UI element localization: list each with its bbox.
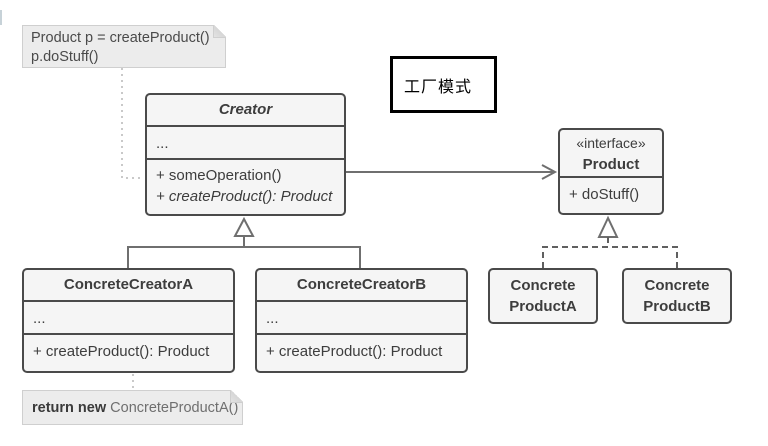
class-creator-fields: ... — [147, 125, 344, 158]
inheritance-branch-lines — [127, 246, 361, 268]
class-concrete-product-a-name-line2: ProductA — [509, 298, 577, 315]
class-concrete-creator-a-name: ConcreteCreatorA — [63, 276, 194, 293]
inheritance-triangle-icon — [233, 216, 255, 237]
class-concrete-creator-b-name: ConcreteCreatorB — [296, 276, 427, 293]
note-fold-corner-icon — [230, 390, 243, 403]
class-creator-method-createProduct: + createProduct(): Product — [156, 188, 333, 205]
note-return-keyword: return new — [32, 399, 107, 416]
class-concrete-creator-a-fields: ... — [24, 300, 233, 333]
class-concrete-creator-a: ConcreteCreatorA ... + createProduct(): … — [22, 268, 235, 373]
realization-triangle-icon — [597, 215, 619, 238]
class-concrete-creator-b: ConcreteCreatorB ... + createProduct(): … — [255, 268, 468, 373]
class-concrete-product-b: Concrete ProductB — [622, 268, 732, 324]
class-concrete-creator-b-fields: ... — [257, 300, 466, 333]
class-concrete-creator-b-method-createProduct: + createProduct(): Product — [266, 343, 443, 360]
screen-edge-artifact — [0, 10, 2, 25]
note-client-code-line2: p.doStuff() — [31, 49, 99, 65]
diagram-title-label: 工厂模式 — [390, 56, 497, 113]
class-concrete-product-b-name-line2: ProductB — [643, 298, 711, 315]
class-creator: Creator ... + someOperation() + createPr… — [145, 93, 346, 216]
note-fold-corner-icon — [213, 25, 226, 38]
class-concrete-product-a-name-line1: Concrete — [510, 277, 576, 294]
class-concrete-product-b-name-line1: Concrete — [644, 277, 710, 294]
interface-product: «interface» Product + doStuff() — [558, 128, 664, 215]
diagram-title-text: 工厂模式 — [404, 78, 473, 96]
note-client-code-line1: Product p = createProduct() — [31, 30, 210, 46]
interface-product-name: Product — [582, 156, 640, 173]
interface-product-stereotype: «interface» — [576, 135, 646, 151]
class-concrete-product-a: Concrete ProductA — [488, 268, 598, 324]
interface-product-method-doStuff: + doStuff() — [569, 186, 640, 203]
note-factory-return: return new ConcreteProductA() — [22, 390, 243, 425]
class-creator-name: Creator — [218, 101, 273, 118]
class-creator-method-someOperation: + someOperation() — [156, 167, 282, 184]
note-link-client-to-creator — [121, 68, 143, 179]
note-client-code: Product p = createProduct() p.doStuff() — [22, 25, 226, 68]
realization-branch-lines — [542, 246, 678, 268]
open-arrowhead-icon — [541, 164, 558, 180]
note-return-expression: ConcreteProductA() — [106, 399, 239, 416]
class-concrete-creator-a-method-createProduct: + createProduct(): Product — [33, 343, 210, 360]
